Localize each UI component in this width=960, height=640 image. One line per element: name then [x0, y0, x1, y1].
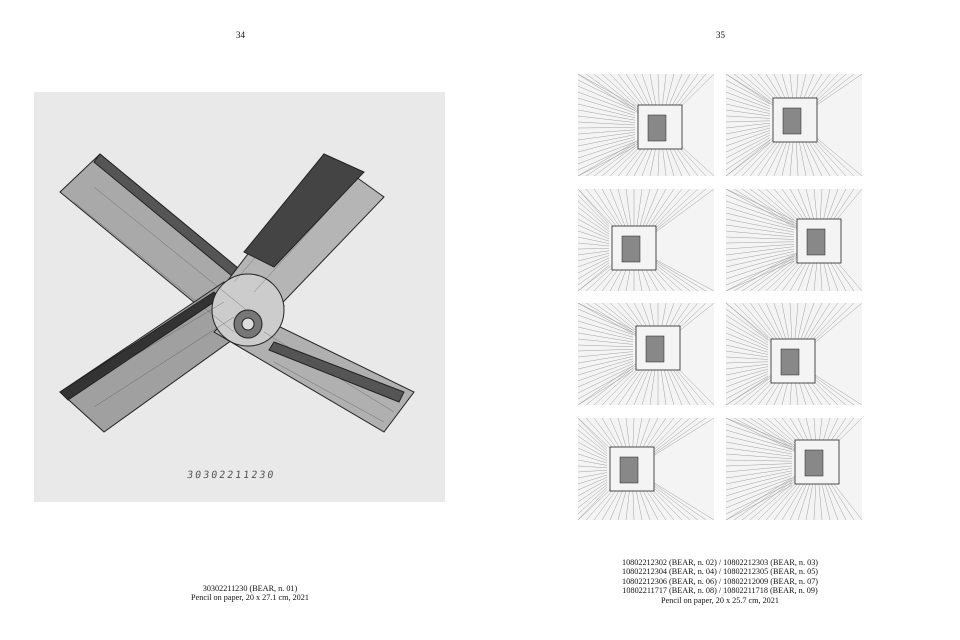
caption-medium: Pencil on paper, 20 x 25.7 cm, 2021 — [661, 595, 779, 605]
interior-sketch — [726, 189, 862, 291]
right-caption: 10802212302 (BEAR, n. 02) / 10802212303 … — [560, 558, 880, 605]
interior-sketch — [578, 74, 714, 176]
caption-medium: Pencil on paper, 20 x 27.1 cm, 2021 — [191, 593, 309, 603]
interior-sketch — [578, 418, 714, 520]
interior-sketch — [726, 418, 862, 520]
left-caption: 30302211230 (BEAR, n. 01) Pencil on pape… — [120, 584, 380, 603]
artwork-inscription: 30302211230 — [186, 470, 277, 481]
interior-sketch — [578, 189, 714, 291]
interior-sketch — [726, 303, 862, 405]
page-number-left: 34 — [236, 30, 245, 40]
caption-line: 10802212304 (BEAR, n. 04) / 10802212305 … — [621, 567, 819, 577]
interior-sketch — [578, 303, 714, 405]
caption-line: 10802212306 (BEAR, n. 06) / 10802212009 … — [621, 576, 819, 586]
x-plan-drawing: 30302211230 — [34, 92, 445, 502]
caption-line: 10802211717 (BEAR, n. 08) / 10802211718 … — [622, 586, 818, 596]
caption-title: 30302211230 (BEAR, n. 01) — [202, 584, 298, 593]
interior-sketch — [726, 74, 862, 176]
caption-line: 10802212302 (BEAR, n. 02) / 10802212303 … — [621, 558, 819, 567]
page-number-right: 35 — [716, 30, 725, 40]
